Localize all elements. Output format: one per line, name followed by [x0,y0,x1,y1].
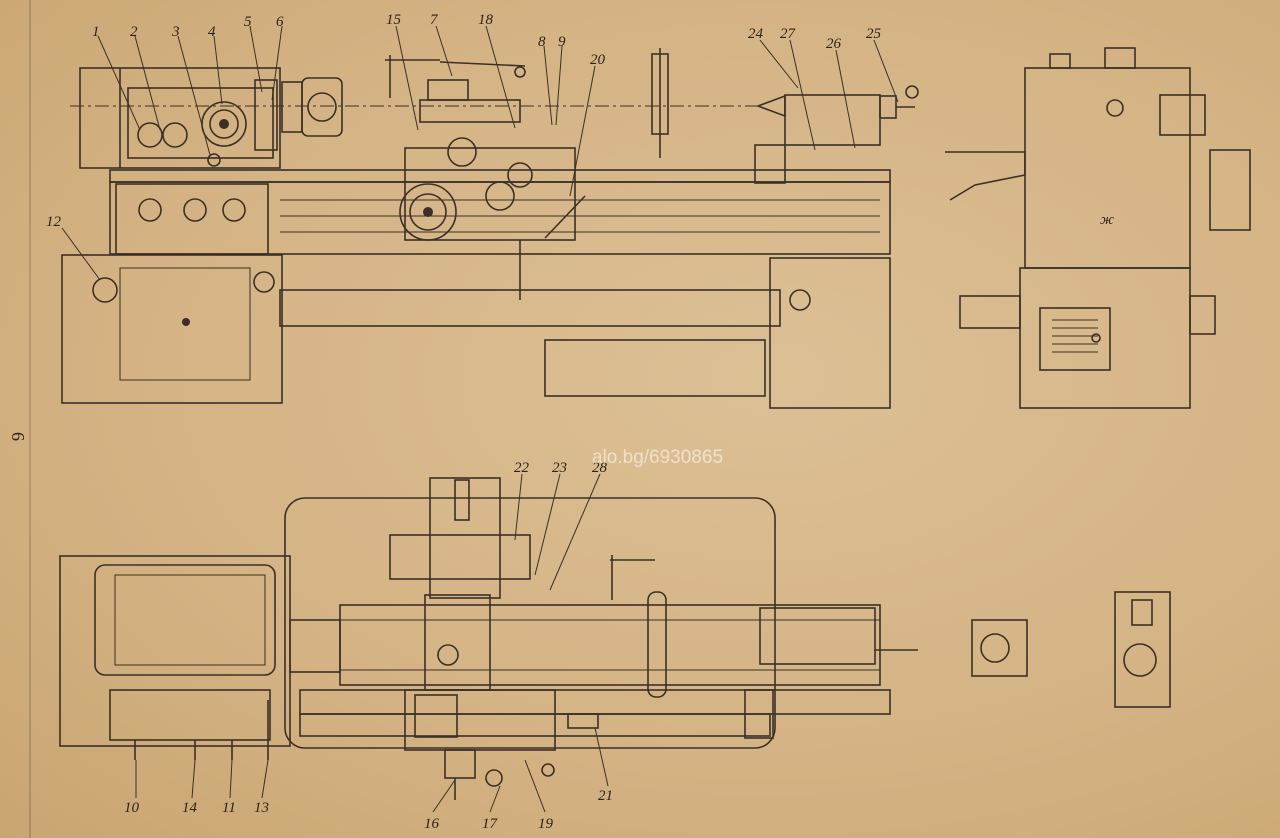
left-pedestal [61,254,283,404]
gearbox [115,183,269,255]
detail-views [971,591,1171,708]
callout-12: 12 [46,214,62,230]
callout-5: 5 [244,14,252,30]
feed-lever [544,195,586,239]
plan-apron [404,689,556,751]
callout-8: 8 [538,34,546,50]
plan-chuck [289,619,341,673]
headstock [79,67,281,169]
spindle-nose [281,81,303,133]
apron [404,147,576,241]
callout-13: 13 [254,800,269,816]
motor [544,339,766,397]
chip-tray [279,289,781,327]
tailstock-handwheel [905,85,919,99]
callout-16: 16 [424,816,440,832]
page-number: 6 [8,432,28,441]
side-pedestal [1019,267,1191,409]
side-view: ж [945,47,1251,409]
callout-7: 7 [430,12,439,28]
callout-22: 22 [514,460,530,476]
selector-knob-1 [137,122,163,148]
callout-23: 23 [552,460,567,476]
callout-11: 11 [222,800,236,816]
right-pedestal [769,257,891,409]
callout-15: 15 [386,12,402,28]
callout-25: 25 [866,26,882,42]
detail-view-2 [1114,591,1171,708]
callout-2: 2 [130,24,138,40]
front-elevation [61,48,919,409]
tailstock-clamp [754,144,786,184]
cross-slide [419,99,521,123]
callout-3: 3 [171,24,180,40]
callout-14: 14 [182,800,198,816]
tailstock [784,94,881,146]
callout-9: 9 [558,34,566,50]
vent-panel [1039,307,1111,371]
plan-view [59,477,918,800]
plan-bed [339,604,881,686]
plan-tailstock [759,607,876,665]
selector-knob-2 [162,122,188,148]
callout-18: 18 [478,12,494,28]
callouts: 1 2 3 4 5 6 15 7 18 8 9 20 24 27 26 25 1… [46,12,899,832]
chuck [301,77,343,137]
handwheel [399,183,457,241]
callout-4: 4 [208,24,216,40]
callout-19: 19 [538,816,554,832]
plan-cross-slide [429,477,501,599]
guard-frame [284,497,776,749]
callout-10: 10 [124,800,140,816]
callout-28: 28 [592,460,608,476]
callout-27: 27 [780,26,797,42]
bed-top [109,169,891,183]
detail-view-1 [971,619,1028,677]
side-view-mark: ж [1100,212,1114,228]
callout-1: 1 [92,24,100,40]
callout-26: 26 [826,36,842,52]
callout-21: 21 [598,788,613,804]
watermark: alo.bg/6930865 [592,447,723,468]
tool-post [427,79,469,101]
callout-24: 24 [748,26,764,42]
side-headstock [1024,67,1191,269]
callout-20: 20 [590,52,606,68]
callout-6: 6 [276,14,284,30]
callout-17: 17 [482,816,499,832]
